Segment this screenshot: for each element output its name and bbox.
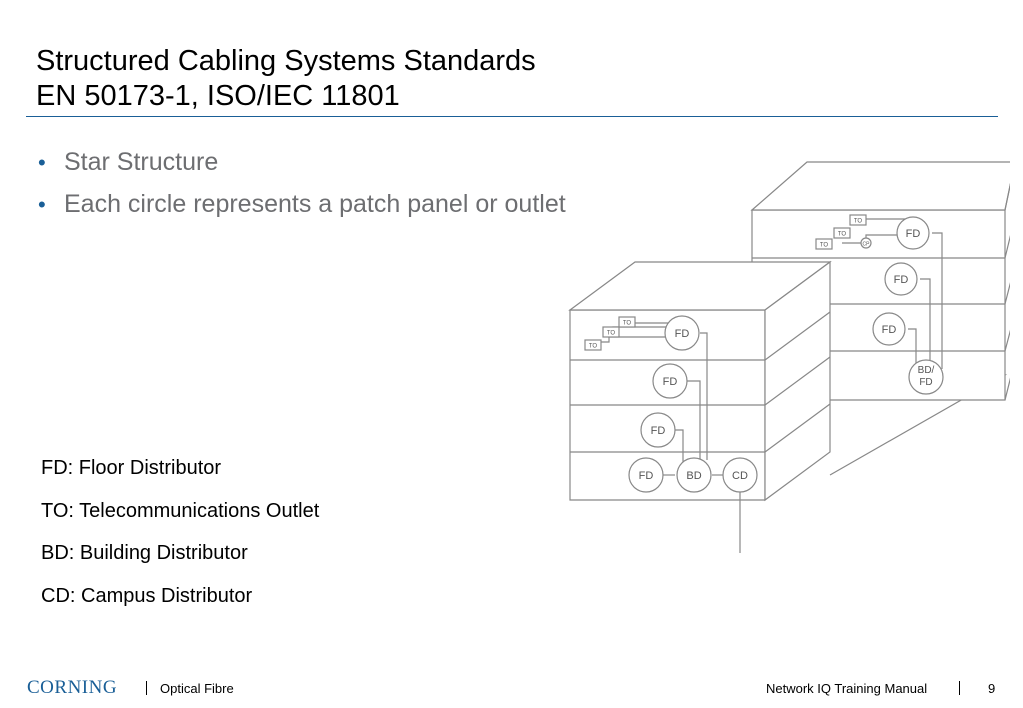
node-label-bd-fd-back-2: FD xyxy=(919,377,932,388)
footer-separator xyxy=(959,681,960,695)
node-label-fd-front-4: FD xyxy=(639,470,654,482)
bullet-item: • Each circle represents a patch panel or… xyxy=(36,188,576,221)
node-label-to-front-2: TO xyxy=(607,331,616,337)
page-number: 9 xyxy=(988,681,996,696)
node-label-fd-back-top: FD xyxy=(906,228,921,240)
abbreviation-legend: FD: Floor Distributor TO: Telecommunicat… xyxy=(41,456,319,626)
title-divider xyxy=(26,116,998,117)
node-label-to-back-2: TO xyxy=(838,232,847,238)
node-label-cp-back: CP xyxy=(863,242,871,248)
front-building xyxy=(568,260,832,553)
node-label-bd-fd-back-1: BD/ xyxy=(918,365,935,376)
bullet-text: Each circle represents a patch panel or … xyxy=(64,190,566,218)
footer-section: Optical Fibre xyxy=(160,681,234,696)
node-label-bd-front: BD xyxy=(686,470,701,482)
node-label-cd-front: CD xyxy=(732,470,748,482)
bullet-text: Star Structure xyxy=(64,148,219,176)
bullet-dot-icon: • xyxy=(38,192,46,217)
slide-title: Structured Cabling Systems Standards EN … xyxy=(36,44,536,114)
node-label-fd-front-2: FD xyxy=(663,376,678,388)
footer-separator xyxy=(146,681,147,695)
bullet-item: • Star Structure xyxy=(36,146,576,179)
node-label-to-back-1: TO xyxy=(854,219,863,225)
footer-manual-title: Network IQ Training Manual xyxy=(766,681,928,696)
node-label-fd-front-3: FD xyxy=(651,425,666,437)
legend-item-cd: CD: Campus Distributor xyxy=(41,584,253,607)
node-label-fd-front-1: FD xyxy=(675,328,690,340)
node-label-to-front-1: TO xyxy=(623,321,632,327)
legend-item-bd: BD: Building Distributor xyxy=(41,542,248,564)
bullet-list: • Star Structure • Each circle represents … xyxy=(36,146,576,230)
node-label-to-back-3: TO xyxy=(820,243,829,249)
title-line-2: EN 50173-1, ISO/IEC 11801 xyxy=(36,80,400,112)
legend-item-fd: FD: Floor Distributor xyxy=(41,457,222,479)
corning-logo: CORNING xyxy=(27,677,118,698)
node-label-fd-back-mid: FD xyxy=(894,274,909,286)
title-line-1: Structured Cabling Systems Standards xyxy=(36,45,536,77)
node-label-fd-back-low: FD xyxy=(882,324,897,336)
bullet-dot-icon: • xyxy=(38,150,46,175)
node-label-to-front-3: TO xyxy=(589,344,598,350)
legend-item-to: TO: Telecommunications Outlet xyxy=(41,499,320,522)
cabling-diagram: FD FD FD BD/ FD CP TO TO TO FD FD FD FD … xyxy=(568,161,1010,553)
